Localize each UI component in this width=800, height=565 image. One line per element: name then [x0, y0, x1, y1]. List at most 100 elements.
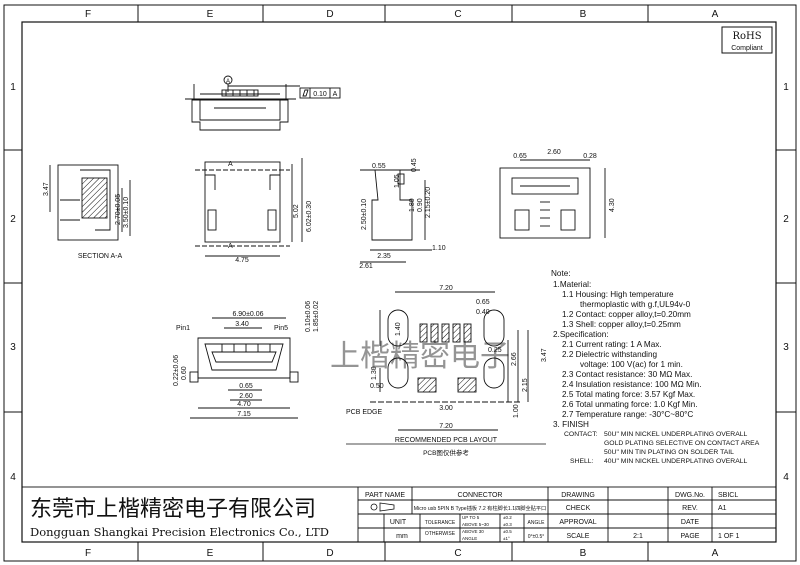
- unit-value: mm: [396, 533, 408, 540]
- finish-label: SHELL:: [570, 458, 594, 465]
- sheet-frame: [3, 4, 797, 562]
- side-dim: 1.05: [394, 174, 401, 188]
- row-label-left: 4: [10, 472, 16, 483]
- pcb-dim: 3.47: [541, 348, 548, 362]
- row-label-right: 3: [783, 342, 789, 353]
- pin1-label: Pin1: [176, 325, 190, 332]
- notes-block: Note: 1.Material: 1.1 Housing: High temp…: [551, 269, 701, 429]
- finish-label: CONTACT:: [564, 431, 598, 438]
- row-label-right: 1: [783, 82, 789, 93]
- pcb-dim: 0.25: [488, 347, 502, 354]
- bottom-dim: 6.90±0.06: [232, 311, 263, 318]
- row-label-left: 3: [10, 342, 16, 353]
- pcb-subtitle: PCB图仅供参考: [423, 448, 469, 457]
- dwg-value: SBICL: [718, 492, 738, 499]
- col-label-top: A: [712, 9, 719, 20]
- pcb-dim: 1.00: [513, 404, 520, 418]
- pcb-dim: 2.66: [511, 352, 518, 366]
- rear-dim: 0.28: [583, 153, 597, 160]
- pin5-label: Pin5: [274, 325, 288, 332]
- bottom-dim: 7.15: [237, 411, 251, 418]
- flatness-value: 0.10: [313, 91, 327, 98]
- flatness-ref: A: [333, 91, 338, 98]
- pcb-dim: 7.20: [439, 423, 453, 430]
- section-marker: A: [228, 161, 233, 168]
- dwg-label: DWG.No.: [675, 492, 705, 499]
- note-line: 1.Material:: [553, 280, 591, 289]
- svg-text:Compliant: Compliant: [731, 45, 763, 52]
- pcb-dim: 2.15: [522, 378, 529, 392]
- datum-label: A: [226, 79, 230, 85]
- note-line: thermoplastic with g.f,UL94v-0: [580, 300, 691, 309]
- company-cn: 东莞市上楷精密电子有限公司: [30, 496, 316, 521]
- check-label: CHECK: [566, 505, 591, 512]
- top-view: [185, 75, 341, 131]
- col-label-top: F: [85, 9, 91, 20]
- pcb-dim: 3.00: [439, 405, 453, 412]
- pcb-dim: 0.40: [476, 309, 490, 316]
- rev-value: A1: [718, 505, 727, 512]
- tol-value: ±0.3: [503, 522, 512, 527]
- pcb-dim: 1.40: [395, 322, 402, 336]
- front-dim: 5.02: [293, 204, 300, 218]
- section-dim: 3.50±0.10: [123, 197, 130, 228]
- tol-value: ±0.2: [503, 515, 512, 520]
- note-line: 2.5 Total mating force: 3.57 Kgf Max.: [562, 390, 695, 399]
- bottom-dim: 0.22±0.06: [173, 355, 180, 386]
- note-line: 1.2 Contact: copper alloy,t=0.20mm: [562, 310, 691, 319]
- row-label-left: 2: [10, 214, 16, 225]
- watermark: 上楷精密电子: [330, 340, 510, 373]
- side-view: [360, 169, 432, 263]
- side-dim: 2.15±0.20: [425, 187, 432, 218]
- finish-text: 40U" MIN NICKEL UNDERPLATING OVERALL: [604, 458, 748, 465]
- angle-header: ANGLE: [528, 520, 546, 526]
- note-line: 1.3 Shell: copper alloy,t=0.25mm: [562, 320, 681, 329]
- rohs-badge: RoHS Compliant: [721, 26, 773, 54]
- front-dim: 4.75: [235, 257, 249, 264]
- side-dim: 1.80: [409, 198, 416, 212]
- note-line: 2.6 Total unmating force: 1.0 Kgf Min.: [562, 400, 697, 409]
- title-block: [21, 486, 777, 543]
- side-dim: 2.35: [377, 253, 391, 260]
- company-en: Dongguan Shangkai Precision Electronics …: [30, 525, 329, 539]
- col-label-bottom: D: [326, 548, 333, 559]
- finish-text: GOLD PLATING SELECTIVE ON CONTACT AREA: [604, 440, 760, 447]
- side-dim: 0.55: [372, 163, 386, 170]
- finish-text: 50U" MIN NICKEL UNDERPLATING OVERALL: [604, 431, 748, 438]
- pcb-dim: 0.50: [370, 383, 384, 390]
- section-dim: 3.47: [43, 182, 50, 196]
- part-name-value: CONNECTOR: [458, 492, 503, 499]
- note-line: 2.4 Insulation resistance: 100 MΩ Min.: [562, 380, 701, 389]
- scale-label: SCALE: [567, 533, 590, 540]
- tol-value: ±0.5: [503, 529, 512, 534]
- note-line: 2.1 Current rating: 1 A Max.: [562, 340, 662, 349]
- svg-text:RoHS: RoHS: [732, 31, 761, 42]
- rear-dim: 4.30: [609, 198, 616, 212]
- tol-range: ABOVE 5~30: [462, 522, 489, 527]
- rear-dim: 2.60: [547, 149, 561, 156]
- pcb-dim: 0.65: [476, 299, 490, 306]
- rear-view: [499, 159, 606, 239]
- col-label-bottom: B: [580, 548, 587, 559]
- note-line: 2.3 Contact resistance: 30 MΩ Max.: [562, 370, 692, 379]
- col-label-bottom: C: [454, 548, 461, 559]
- bottom-dim: 2.60: [239, 393, 253, 400]
- col-label-bottom: F: [85, 548, 91, 559]
- note-line: 3. FINISH: [553, 420, 589, 429]
- note-line: 2.2 Dielectric withstanding: [562, 350, 658, 359]
- bottom-dim: 3.40: [235, 321, 249, 328]
- tol-range: ABOVE 30: [462, 529, 484, 534]
- section-marker: A: [228, 243, 233, 250]
- note-line: 1.1 Housing: High temperature: [562, 290, 674, 299]
- bottom-dim: 4.70: [237, 401, 251, 408]
- projection-symbol-icon: [370, 502, 395, 512]
- date-label: DATE: [681, 519, 699, 526]
- angle-tol: 0°±0.5°: [528, 534, 544, 540]
- pcb-dim: 7.20: [439, 285, 453, 292]
- part-name-label: PART NAME: [365, 492, 405, 499]
- bottom-dim: 0.60: [181, 366, 188, 380]
- finish-block: CONTACT: 50U" MIN NICKEL UNDERPLATING OV…: [564, 431, 760, 465]
- row-label-right: 2: [783, 214, 789, 225]
- rear-dim: 0.65: [513, 153, 527, 160]
